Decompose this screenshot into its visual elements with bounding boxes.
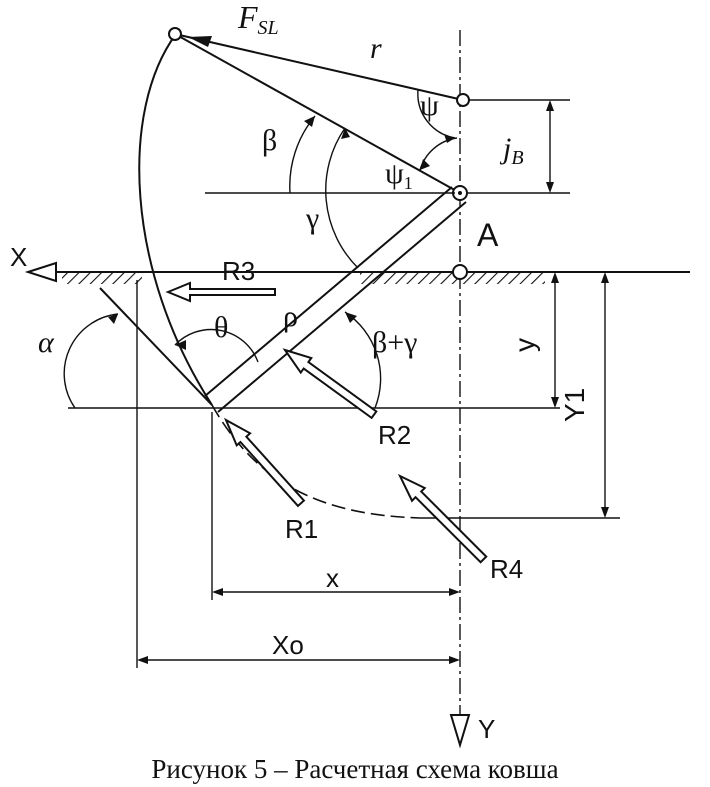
y-axis-arrowhead xyxy=(449,714,471,749)
arm-line-2 xyxy=(217,201,467,413)
force-arrowhead xyxy=(188,36,212,47)
y1-label: Y1 xyxy=(559,388,590,422)
r1-label: R1 xyxy=(285,514,318,544)
bucket-cutting-line xyxy=(99,287,213,406)
pivot-top-left xyxy=(168,27,182,41)
y-small-label: y xyxy=(509,338,540,352)
cutting-trajectory xyxy=(211,404,421,519)
radius-line xyxy=(174,33,461,194)
point-a-label: A xyxy=(477,217,499,253)
arm-line-1 xyxy=(204,186,453,397)
r1-arrow xyxy=(223,417,306,508)
r3-label: R3 xyxy=(222,256,255,286)
beta-label: β xyxy=(262,124,277,157)
ground-pivot xyxy=(452,264,468,280)
gamma-label: γ xyxy=(305,202,319,235)
r2-arrow xyxy=(282,348,378,420)
x-axis-arrowhead xyxy=(24,261,57,283)
beta-gamma-arc xyxy=(344,311,382,409)
psi-label: ψ xyxy=(420,89,439,122)
force-label: FSL xyxy=(237,0,279,39)
pivot-a-inner xyxy=(458,191,462,195)
x-small-label: x xyxy=(326,563,339,593)
theta-arc xyxy=(174,328,259,363)
alpha-arc xyxy=(63,313,119,409)
r2-label: R2 xyxy=(378,420,411,450)
x-axis-label: X xyxy=(10,242,27,272)
xo-label: Xo xyxy=(272,630,304,660)
jb-label: jB xyxy=(499,132,524,169)
ground-hatch-right xyxy=(360,273,545,284)
bucket-outer-arc xyxy=(138,33,213,406)
figure-caption: Рисунок 5 – Расчетная схема ковша xyxy=(151,754,558,784)
alpha-label: α xyxy=(38,326,55,359)
force-line xyxy=(174,33,464,101)
pivot-top-right xyxy=(456,93,470,107)
beta-gamma-label: β+γ xyxy=(372,326,417,359)
r-label: r xyxy=(370,32,382,65)
r3-arrow xyxy=(165,281,276,303)
rho-label: ρ xyxy=(283,300,298,333)
beta-arc xyxy=(289,115,316,194)
ground-hatch-left xyxy=(62,273,142,284)
r4-arrow xyxy=(397,473,488,564)
r4-label: R4 xyxy=(490,554,523,584)
y-axis-label: Y xyxy=(478,714,495,744)
psi1-label: ψ1 xyxy=(385,157,413,193)
gamma-arc xyxy=(325,127,359,269)
theta-label: θ xyxy=(214,311,228,344)
